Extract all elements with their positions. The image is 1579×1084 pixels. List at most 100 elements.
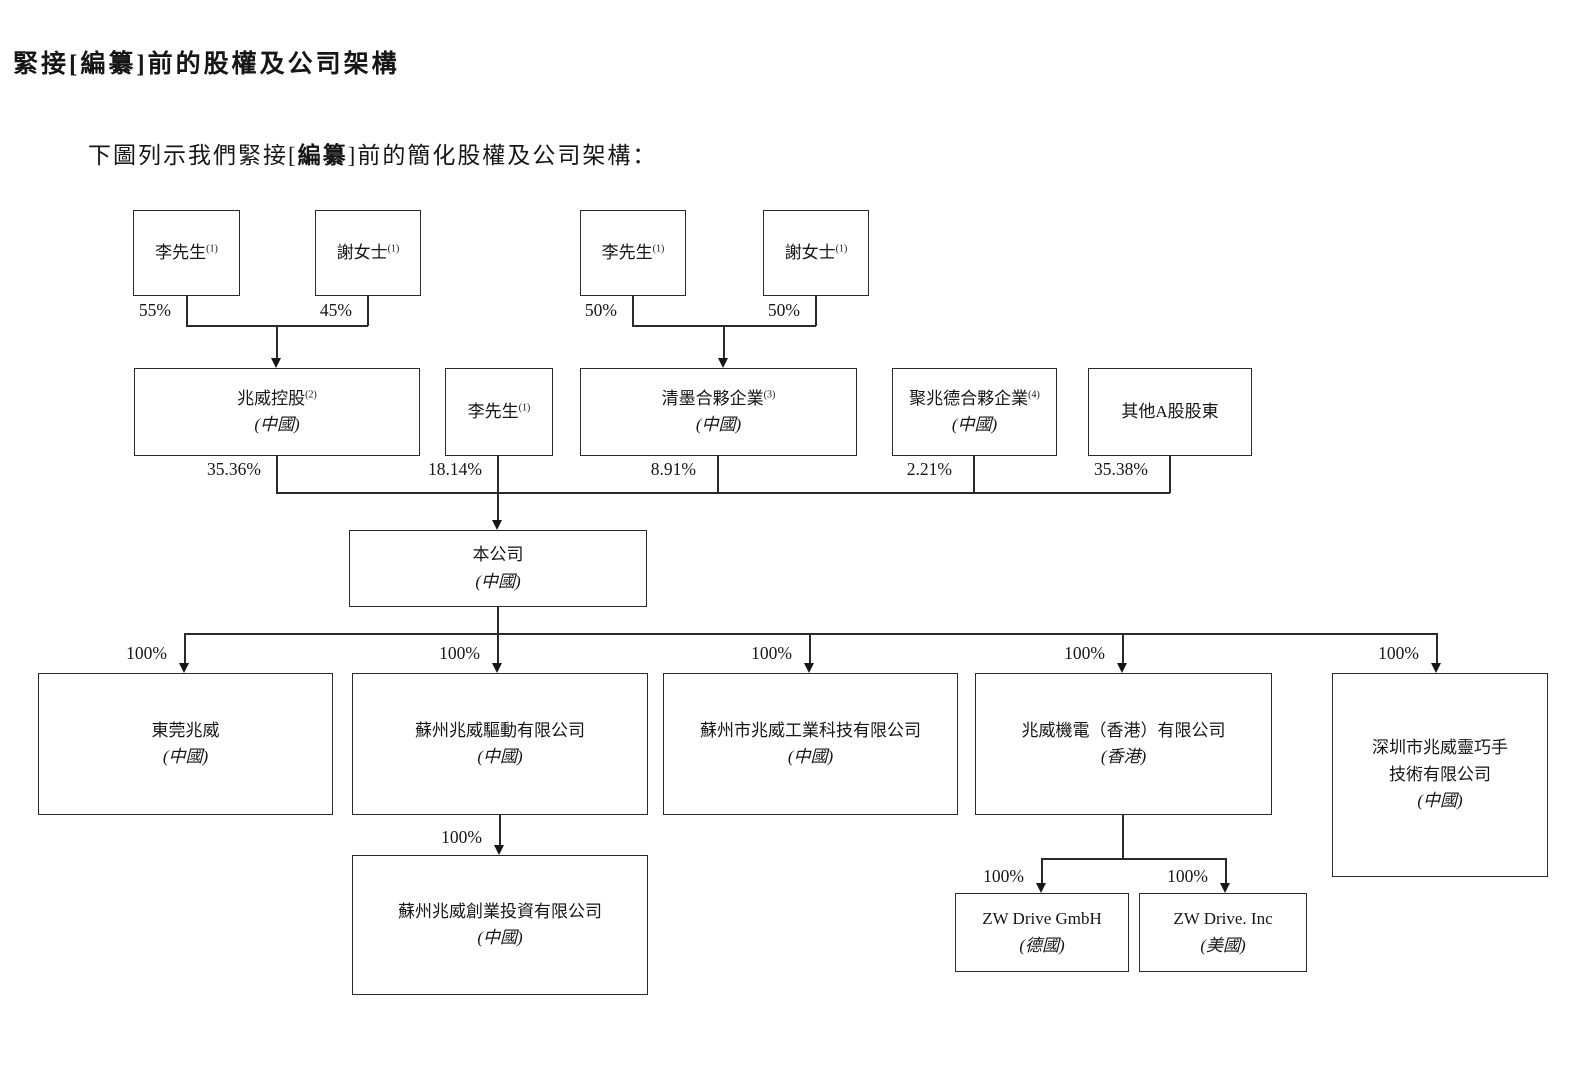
arrow-down-icon	[494, 845, 504, 855]
connector-line	[499, 815, 501, 847]
ownership-pct: 100%	[983, 866, 1024, 886]
node-name: 李先生	[601, 242, 653, 262]
connector-line	[1122, 815, 1124, 859]
node-name: 蘇州兆威創業投資有限公司	[398, 901, 602, 921]
node-suzhou-zhaowei-drive: 蘇州兆威驅動有限公司 (中國)	[352, 673, 648, 815]
ownership-pct: 55%	[138, 300, 171, 320]
arrow-down-icon	[179, 663, 189, 673]
ownership-pct: 100%	[126, 643, 167, 663]
node-region: (中國)	[477, 928, 523, 947]
node-name: 李先生	[155, 242, 207, 262]
footnote-sup: (1)	[518, 402, 531, 414]
node-label: 李先生(1)	[155, 240, 218, 266]
node-name: 蘇州市兆威工業科技有限公司	[700, 720, 921, 740]
node-name: ZW Drive. Inc	[1173, 909, 1273, 929]
page-title-emph: 編纂	[80, 51, 137, 78]
node-name: 技術有限公司	[1389, 764, 1491, 784]
ownership-pct: 100%	[439, 643, 480, 663]
ownership-pct: 50%	[584, 300, 617, 320]
arrow-down-icon	[1036, 883, 1046, 893]
connector-line	[632, 296, 634, 326]
node-name: 深圳市兆威靈巧手	[1372, 738, 1508, 758]
connector-line	[1041, 858, 1043, 886]
node-label: 謝女士(1)	[337, 240, 400, 266]
node-name: 兆威控股	[237, 388, 306, 408]
connector-line	[1436, 633, 1438, 665]
connector-line	[809, 633, 811, 665]
footnote-sup: (2)	[305, 389, 317, 400]
ownership-pct: 50%	[767, 300, 800, 320]
ownership-pct: 100%	[751, 643, 792, 663]
ownership-pct: 45%	[319, 300, 352, 320]
connector-line	[276, 325, 278, 359]
connector-line	[186, 296, 188, 326]
node-zhaowei-holdings: 兆威控股(2) (中國)	[134, 368, 420, 456]
connector-line	[717, 456, 719, 493]
node-label: 李先生(1)	[602, 240, 665, 266]
connector-line	[973, 456, 975, 493]
node-region: (中國)	[1417, 791, 1463, 811]
ownership-pct: 35.38%	[1094, 459, 1148, 479]
arrow-down-icon	[271, 358, 281, 368]
intro-text-post: ]前的簡化股權及公司架構：	[347, 143, 658, 168]
connector-line	[497, 607, 499, 634]
footnote-sup: (1)	[206, 243, 218, 255]
node-name: 謝女士	[784, 242, 836, 262]
connector-line	[276, 492, 1170, 494]
node-name: 清墨合夥企業	[661, 388, 764, 408]
page-title-post: ]前的股權及公司架構	[136, 51, 400, 78]
node-region: (中國)	[477, 747, 523, 766]
footnote-sup: (1)	[387, 243, 400, 255]
node-mr-li-top-right: 李先生(1)	[580, 210, 686, 296]
footnote-sup: (3)	[763, 389, 776, 400]
connector-line	[497, 456, 499, 493]
node-name: 聚兆德合夥企業	[909, 388, 1029, 408]
ownership-pct: 8.91%	[650, 459, 696, 479]
connector-line	[1041, 858, 1227, 860]
connector-line	[276, 456, 278, 493]
connector-line	[723, 325, 725, 359]
node-suzhou-zhaowei-industrial: 蘇州市兆威工業科技有限公司 (中國)	[663, 673, 958, 815]
intro-text-emph: 編纂	[297, 143, 348, 168]
ownership-pct: 100%	[1167, 866, 1208, 886]
page-title: 緊接[編纂]前的股權及公司架構	[13, 44, 400, 80]
connector-line	[367, 296, 369, 326]
arrow-down-icon	[492, 520, 502, 530]
node-qingmo-partnership: 清墨合夥企業(3) (中國)	[580, 368, 857, 456]
node-the-company: 本公司 (中國)	[349, 530, 647, 607]
intro-text-pre: 下圖列示我們緊接[	[88, 143, 298, 168]
connector-line	[497, 633, 499, 665]
ownership-pct: 35.36%	[207, 459, 261, 479]
node-juzhaode-partnership: 聚兆德合夥企業(4) (中國)	[892, 368, 1057, 456]
node-name: 本公司	[472, 545, 524, 565]
node-region: (香港)	[1100, 747, 1147, 766]
arrow-down-icon	[1220, 883, 1230, 893]
node-region: (中國)	[787, 747, 834, 766]
node-region: (中國)	[162, 747, 209, 766]
node-name: 李先生	[467, 401, 519, 421]
arrow-down-icon	[1431, 663, 1441, 673]
ownership-pct: 18.14%	[428, 459, 482, 479]
ownership-pct: 100%	[1378, 643, 1419, 663]
connector-line	[1169, 456, 1171, 493]
connector-line	[1122, 633, 1124, 665]
footnote-sup: (1)	[652, 243, 665, 255]
node-name: ZW Drive GmbH	[982, 909, 1102, 929]
node-region: (中國)	[951, 415, 998, 434]
node-zhaowei-hongkong: 兆威機電（香港）有限公司 (香港)	[975, 673, 1272, 815]
ownership-pct: 100%	[441, 827, 482, 847]
node-region: (中國)	[695, 415, 742, 434]
node-zw-drive-gmbh: ZW Drive GmbH (德國)	[955, 893, 1129, 972]
node-label: 聚兆德合夥企業(4)	[909, 386, 1040, 412]
node-label: 兆威控股(2)	[237, 386, 317, 412]
node-region: (德國)	[1019, 935, 1065, 955]
node-ms-xie-top-right: 謝女士(1)	[763, 210, 869, 296]
node-region: (美國)	[1200, 935, 1246, 955]
arrow-down-icon	[492, 663, 502, 673]
node-suzhou-zhaowei-investment: 蘇州兆威創業投資有限公司 (中國)	[352, 855, 648, 995]
intro-text: 下圖列示我們緊接[編纂]前的簡化股權及公司架構：	[88, 136, 657, 170]
page-title-pre: 緊接[	[13, 51, 81, 78]
arrow-down-icon	[718, 358, 728, 368]
node-shenzhen-dexterous-hand: 深圳市兆威靈巧手 技術有限公司 (中國)	[1332, 673, 1548, 877]
node-mr-li-top-left: 李先生(1)	[133, 210, 240, 296]
